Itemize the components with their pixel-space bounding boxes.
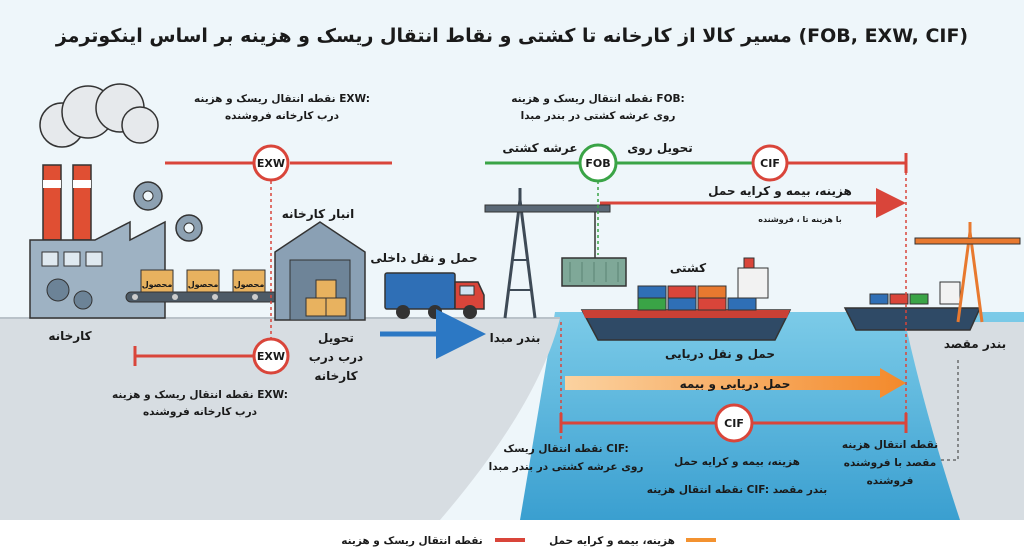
page-title: مسیر کالا از کارخانه تا کشتی و نقاط انتق…	[55, 25, 968, 47]
fob-delivery-line1: تحویل روی	[627, 141, 692, 156]
exw-badge-bottom: EXW	[252, 337, 290, 375]
destination-port-label: بندر مقصد	[944, 337, 1006, 351]
door-delivery-line3: کارخانه	[314, 369, 357, 383]
cif-badge-text: CIF	[724, 417, 744, 430]
cif-badge-text: CIF	[760, 157, 780, 170]
product-label: محصول	[234, 280, 265, 289]
exw-badge-text: EXW	[257, 350, 285, 363]
exw-badge-text: EXW	[257, 157, 285, 170]
warehouse-label: انبار کارخانه	[282, 207, 354, 221]
fob-badge: FOB	[578, 143, 618, 183]
door-delivery-line1: تحویل	[318, 331, 354, 346]
sea-transport-label: حمل و نقل دریایی	[665, 347, 775, 362]
sea	[520, 312, 1024, 520]
ship-label: کشتی	[670, 261, 706, 275]
dest-cost-label-line1: نقطه انتقال هزینه	[842, 439, 938, 451]
fob-top-label-line1: نقطه انتقال ریسک و هزینه FOB:	[511, 93, 684, 105]
legend-cost-label: هزینه، بیمه و کرایه حمل	[549, 535, 675, 547]
factory-label: کارخانه	[48, 329, 91, 343]
dest-cost-label-line3: فروشنده	[867, 475, 914, 487]
exw-bottom-label-line1: نقطه انتقال ریسک و هزینه EXW:	[112, 389, 288, 401]
destination-illustration	[843, 222, 1021, 331]
origin-crane	[484, 188, 627, 319]
exw-badge-top: EXW	[252, 144, 290, 182]
ship-illustration	[580, 257, 792, 341]
legend-risk-label: نقطه انتقال ریسک و هزینه	[341, 535, 483, 547]
cif-cost-bottom-line2: نقطه انتقال هزینه CIF: بندر مقصد	[647, 484, 828, 496]
cif-cost-note: با هزینه تا ، فروشنده	[758, 215, 842, 224]
cif-risk-label-line2: روی عرشه کشتی در بندر مبدا	[489, 461, 644, 473]
product-label: محصول	[142, 280, 173, 289]
origin-port-label: بندر مبدا	[490, 331, 541, 345]
fob-top-label-line2: روی عرشه کشتی در بندر مبدا	[521, 110, 676, 122]
fob-delivery-line2: عرشه کشتی	[502, 141, 577, 155]
sea-insurance-label: حمل دریایی و بیمه	[680, 377, 791, 392]
exw-top-label-line1: نقطه انتقال ریسک و هزینه EXW:	[194, 93, 370, 105]
cif-badge-bottom: CIF	[714, 403, 754, 443]
origin-land	[0, 318, 560, 520]
destination-land	[905, 322, 1024, 520]
exw-bottom-label-line2: درب کارخانه فروشنده	[143, 406, 258, 418]
dest-cost-label-line2: مقصد با فروشنده	[844, 457, 936, 469]
inland-transport-label: حمل و نقل داخلی	[370, 251, 477, 266]
cif-badge-top: CIF	[751, 144, 789, 182]
cif-cost-top-label: هزینه، بیمه و کرایه حمل	[708, 184, 852, 199]
product-label: محصول	[188, 280, 219, 289]
door-delivery-line2: درب درب	[309, 350, 363, 364]
sea-insurance-arrow	[565, 368, 906, 398]
truck-illustration	[384, 272, 485, 319]
exw-top-label-line2: درب کارخانه فروشنده	[225, 110, 340, 122]
factory-illustration	[29, 83, 279, 319]
cif-risk-label-line1: نقطه انتقال ریسک CIF:	[503, 443, 628, 455]
warehouse-illustration	[274, 221, 366, 321]
cif-cost-bottom-line1: هزینه، بیمه و کرایه حمل	[674, 456, 800, 468]
fob-badge-text: FOB	[585, 157, 610, 170]
